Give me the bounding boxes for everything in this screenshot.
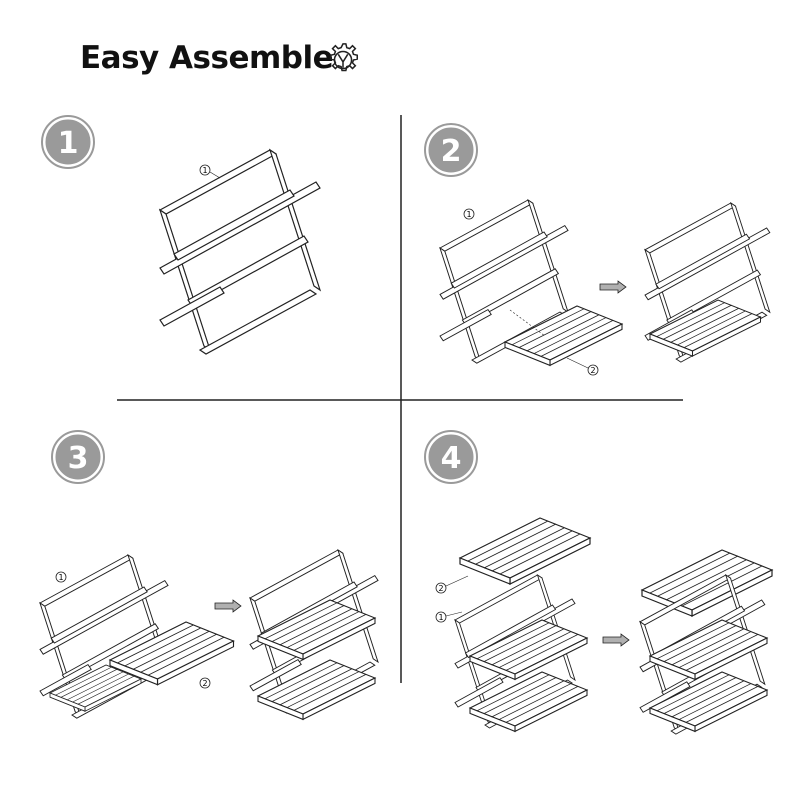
step-3-callout-1: 1 [55, 571, 67, 583]
page-title: Easy Assemble [80, 40, 334, 76]
step-4-arrow [602, 633, 630, 647]
step-3-callout-2: 2 [199, 677, 211, 689]
step-2-callout-1: 1 [463, 208, 475, 220]
step-4-callout-2: 2 [435, 575, 469, 594]
callout-label: 1 [438, 613, 443, 622]
step-2-badge: 2 [424, 123, 478, 177]
step-3-number: 3 [68, 441, 89, 476]
step-1-badge: 1 [41, 115, 95, 169]
step-2-arrow [599, 280, 627, 294]
step-1-frame [159, 149, 321, 355]
step-4-result-shelf-mid [649, 619, 768, 680]
step-4-result-shelf-bottom [649, 671, 768, 732]
step-4-callout-1: 1 [435, 611, 463, 623]
step-2-shelf [504, 305, 623, 366]
step-2-callout-2: 2 [566, 357, 599, 376]
step-1-callout-1: 1 [199, 164, 221, 179]
step-3-badge: 3 [51, 430, 105, 484]
callout-label: 2 [202, 679, 207, 688]
callout-label: 1 [202, 166, 207, 175]
callout-label: 1 [58, 573, 63, 582]
callout-label: 1 [466, 210, 471, 219]
callout-label: 2 [590, 366, 595, 375]
step-2-number: 2 [441, 134, 462, 169]
gear-tools-icon [329, 43, 359, 72]
step-3-arrow [214, 599, 242, 613]
step-4-badge: 4 [424, 430, 478, 484]
callout-label: 2 [438, 584, 443, 593]
step-1-number: 1 [58, 126, 79, 161]
step-4-top-shelf [459, 517, 591, 585]
step-2-guide [509, 309, 546, 337]
step-4-number: 4 [441, 441, 462, 476]
